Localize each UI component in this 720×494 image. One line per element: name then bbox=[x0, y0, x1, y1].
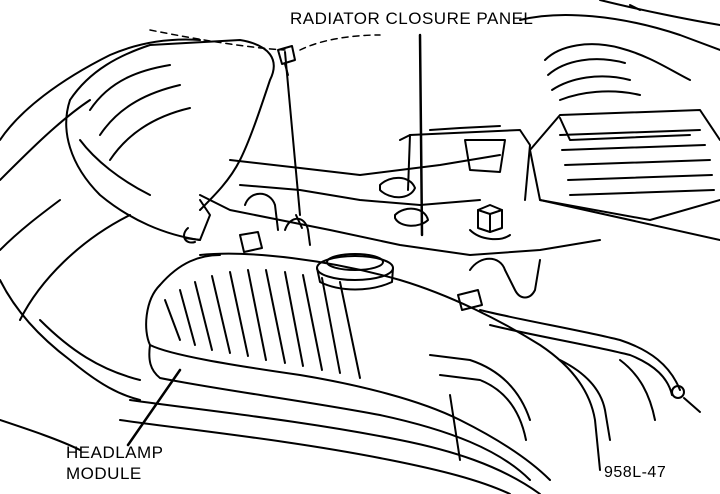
hood-front-panel bbox=[65, 39, 275, 241]
mounting-bolt bbox=[469, 204, 511, 241]
headlamp-label-line2: MODULE bbox=[66, 464, 142, 483]
fastener-screw bbox=[277, 45, 296, 76]
wiring-harness bbox=[479, 309, 701, 441]
headlamp-module bbox=[145, 252, 601, 481]
air-cleaner-duct bbox=[519, 0, 720, 101]
headlamp-module-label: HEADLAMP MODULE bbox=[66, 442, 164, 484]
fender-outline bbox=[0, 38, 201, 451]
headlamp-retainers bbox=[183, 192, 541, 311]
air-box bbox=[529, 109, 720, 241]
filler-cap bbox=[316, 253, 394, 291]
radiator-closure-panel-label: RADIATOR CLOSURE PANEL bbox=[290, 9, 534, 28]
headlamp-label-line1: HEADLAMP bbox=[66, 443, 164, 462]
bumper bbox=[119, 399, 541, 494]
radiator-closure-panel bbox=[199, 125, 601, 256]
leader-lines bbox=[126, 29, 424, 447]
figure-number: 958L-47 bbox=[604, 464, 667, 481]
